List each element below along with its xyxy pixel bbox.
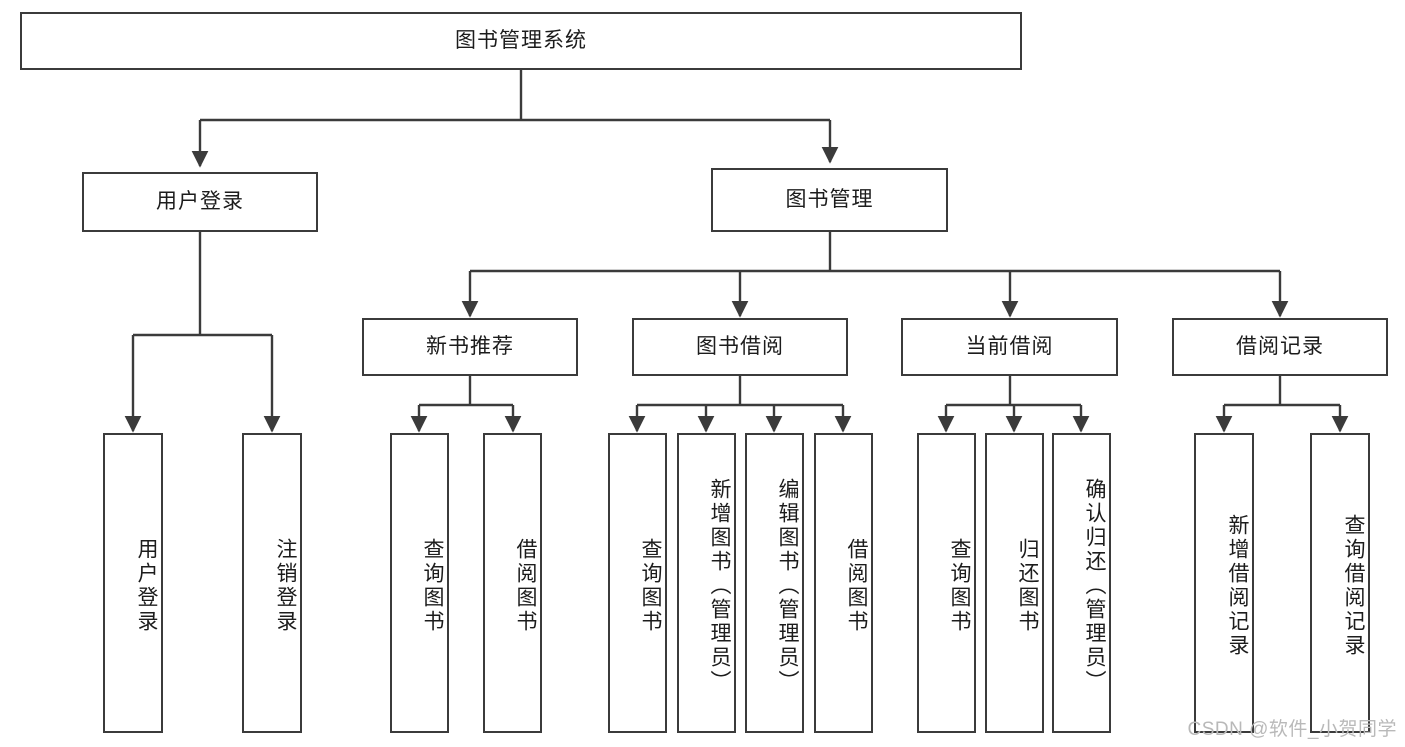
node-borrow-record-label: 借阅记录: [1236, 335, 1324, 359]
node-current-borrow-label: 当前借阅: [965, 335, 1054, 359]
node-leaf-query-book-3-label: 查询图书: [948, 538, 971, 634]
node-user-login[interactable]: 用户登录: [82, 172, 318, 232]
node-book-manage[interactable]: 图书管理: [711, 168, 948, 232]
node-leaf-add-record[interactable]: 新增借阅记录: [1194, 433, 1254, 733]
node-leaf-add-book-label: 新增图书（管理员）: [708, 478, 731, 694]
node-leaf-query-record[interactable]: 查询借阅记录: [1310, 433, 1370, 733]
node-leaf-add-book[interactable]: 新增图书（管理员）: [677, 433, 736, 733]
node-book-borrow[interactable]: 图书借阅: [632, 318, 848, 376]
node-book-borrow-label: 图书借阅: [696, 335, 784, 359]
node-leaf-query-record-label: 查询借阅记录: [1342, 514, 1365, 658]
node-leaf-edit-book[interactable]: 编辑图书（管理员）: [745, 433, 804, 733]
node-leaf-user-login-label: 用户登录: [135, 538, 158, 634]
node-borrow-record[interactable]: 借阅记录: [1172, 318, 1388, 376]
node-root-label: 图书管理系统: [455, 29, 587, 53]
node-leaf-return-book-label: 归还图书: [1016, 538, 1039, 634]
node-leaf-borrow-book-1[interactable]: 借阅图书: [483, 433, 542, 733]
node-leaf-user-login[interactable]: 用户登录: [103, 433, 163, 733]
node-leaf-confirm-return-label: 确认归还（管理员）: [1083, 478, 1106, 694]
node-leaf-confirm-return[interactable]: 确认归还（管理员）: [1052, 433, 1111, 733]
node-leaf-logout[interactable]: 注销登录: [242, 433, 302, 733]
node-leaf-query-book-1[interactable]: 查询图书: [390, 433, 449, 733]
node-book-manage-label: 图书管理: [785, 188, 874, 212]
node-leaf-query-book-1-label: 查询图书: [421, 538, 444, 634]
node-leaf-borrow-book-2-label: 借阅图书: [845, 538, 868, 634]
node-leaf-edit-book-label: 编辑图书（管理员）: [776, 478, 799, 694]
node-leaf-logout-label: 注销登录: [274, 538, 297, 634]
node-leaf-query-book-2[interactable]: 查询图书: [608, 433, 667, 733]
node-leaf-borrow-book-2[interactable]: 借阅图书: [814, 433, 873, 733]
node-user-login-label: 用户登录: [156, 190, 244, 214]
node-leaf-return-book[interactable]: 归还图书: [985, 433, 1044, 733]
node-leaf-query-book-3[interactable]: 查询图书: [917, 433, 976, 733]
node-new-book-rec[interactable]: 新书推荐: [362, 318, 578, 376]
node-leaf-add-record-label: 新增借阅记录: [1226, 514, 1249, 658]
node-current-borrow[interactable]: 当前借阅: [901, 318, 1118, 376]
watermark-label: CSDN @软件_小贺同学: [1187, 719, 1397, 740]
node-leaf-query-book-2-label: 查询图书: [639, 538, 662, 634]
node-leaf-borrow-book-1-label: 借阅图书: [514, 538, 537, 634]
node-root[interactable]: 图书管理系统: [20, 12, 1022, 70]
node-new-book-rec-label: 新书推荐: [426, 335, 514, 359]
